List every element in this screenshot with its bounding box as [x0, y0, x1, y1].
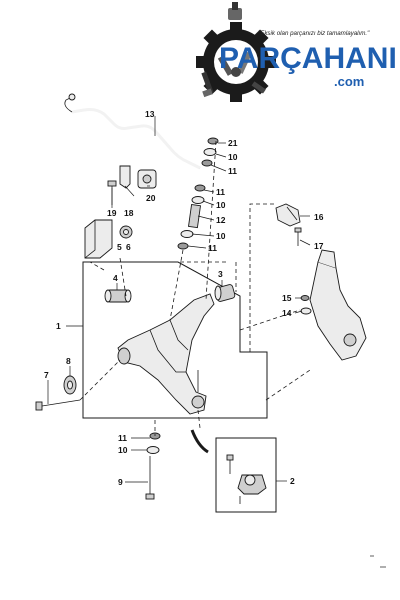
steering-knuckle[interactable] — [309, 249, 367, 361]
callout-11-b: 11 — [216, 187, 225, 197]
callout-10-d: 10 — [118, 445, 128, 455]
callout-18: 18 — [124, 208, 134, 218]
callout-7: 7 — [44, 370, 49, 380]
callout-12: 12 — [216, 215, 226, 225]
piston-icon — [228, 2, 242, 20]
callout-labels: 13 21 10 11 11 10 12 10 11 16 17 15 14 2… — [44, 109, 324, 487]
callout-19: 19 — [107, 208, 117, 218]
callout-21: 21 — [228, 138, 238, 148]
gear-icon — [196, 22, 276, 102]
bushing-4[interactable] — [104, 289, 132, 303]
bracket-16[interactable] — [275, 203, 301, 227]
bolt-14[interactable] — [300, 307, 312, 315]
callout-8: 8 — [66, 356, 71, 366]
callout-17: 17 — [314, 241, 324, 251]
leader-lines — [47, 116, 311, 483]
callout-5: 5 — [117, 242, 122, 252]
callout-10-c: 10 — [216, 231, 226, 241]
callout-3: 3 — [218, 269, 223, 279]
callout-11-c: 11 — [208, 243, 217, 253]
callout-11-a: 11 — [228, 166, 237, 176]
logo-brand-name: PARÇAHANI — [219, 42, 397, 75]
bushing-8[interactable] — [63, 375, 77, 395]
callout-6: 6 — [126, 242, 131, 252]
bolt-17[interactable] — [294, 227, 302, 246]
callout-10-b: 10 — [216, 200, 226, 210]
logo-domain-suffix: .com — [334, 74, 364, 89]
assembly-lines — [79, 140, 311, 436]
callout-10-a: 10 — [228, 152, 238, 162]
ball-joint-arrow — [190, 429, 209, 454]
bushing-6[interactable] — [119, 225, 133, 239]
bushing-3[interactable] — [214, 284, 236, 302]
lower-arm-assembly-frame — [82, 261, 268, 419]
ball-joint-frame — [215, 437, 277, 513]
lower-control-arm[interactable] — [117, 293, 215, 415]
callout-15: 15 — [282, 293, 292, 303]
stabilizer-clamp[interactable] — [119, 165, 131, 189]
lower-bolt-stack[interactable] — [145, 432, 161, 500]
callout-1: 1 — [56, 321, 61, 331]
stabilizer-bushing[interactable] — [137, 169, 157, 189]
spark-plug-icon — [201, 71, 214, 98]
ball-joint[interactable] — [226, 454, 267, 504]
bolt-7[interactable] — [35, 399, 81, 411]
callout-4: 4 — [113, 273, 118, 283]
brand-logo[interactable]: "Eksik olan parçanızı biz tamamlayalım."… — [196, 2, 397, 102]
link-stack[interactable] — [177, 137, 219, 250]
stabilizer-bracket[interactable] — [84, 219, 113, 259]
stabilizer-bar[interactable] — [64, 93, 201, 170]
callout-2: 2 — [290, 476, 295, 486]
callout-11-d: 11 — [118, 433, 127, 443]
logo-tagline: "Eksik olan parçanızı biz tamamlayalım." — [258, 30, 370, 37]
callout-20: 20 — [146, 193, 156, 203]
callout-14: 14 — [282, 308, 292, 318]
nut-15[interactable] — [300, 295, 310, 301]
wrench-icon — [251, 81, 266, 94]
callout-16: 16 — [314, 212, 324, 222]
callout-13: 13 — [145, 109, 155, 119]
callout-9: 9 — [118, 477, 123, 487]
corner-marks — [370, 555, 386, 568]
